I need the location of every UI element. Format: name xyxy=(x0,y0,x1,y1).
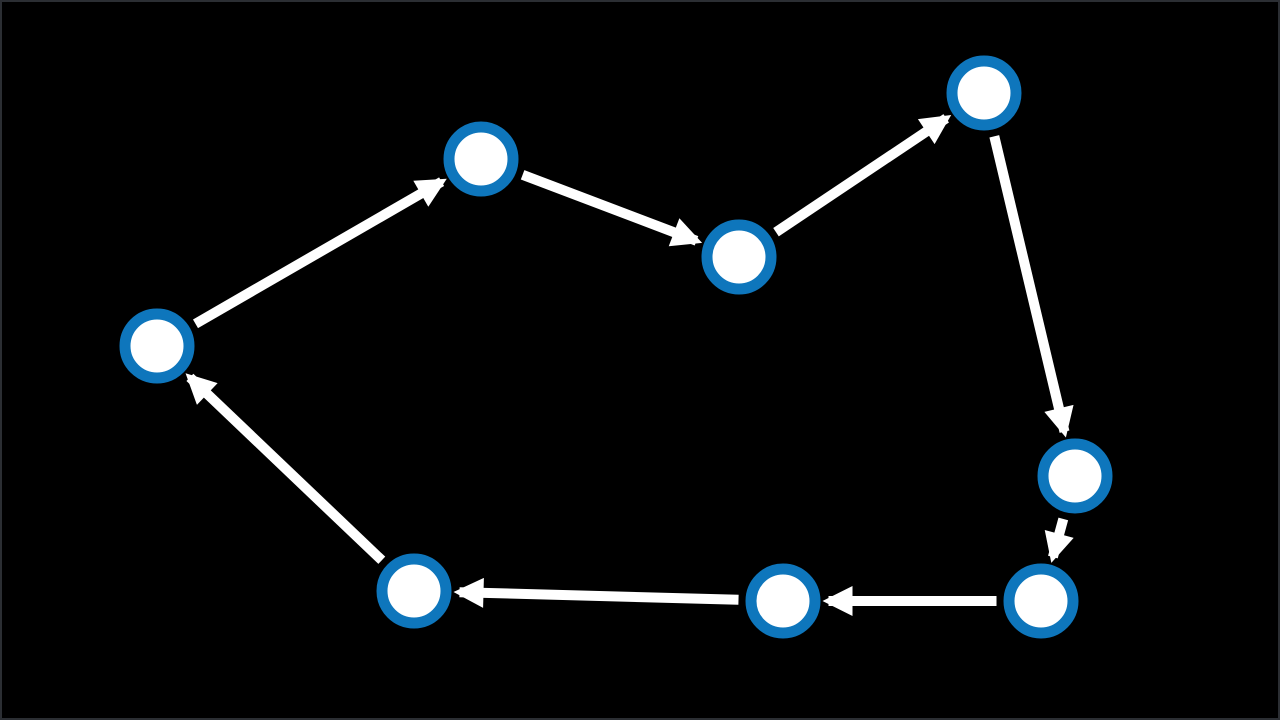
edge-arrow-n4-n5 xyxy=(989,135,1074,438)
edge-arrow-n1-n2 xyxy=(192,177,447,329)
graph-node-n1 xyxy=(119,308,195,384)
edge-arrow-n8-n1 xyxy=(185,373,386,564)
edges-layer xyxy=(185,114,1074,616)
graph-node-n7 xyxy=(745,563,821,639)
edge-arrow-n3-n4 xyxy=(773,114,952,237)
graph-node-n3 xyxy=(701,219,777,295)
nodes-layer xyxy=(119,55,1113,639)
graph-node-n2 xyxy=(443,121,519,197)
graph-node-n5 xyxy=(1037,438,1113,514)
edge-arrow-n7-n8 xyxy=(453,577,739,608)
graph-node-n4 xyxy=(946,55,1022,131)
graph-node-n6 xyxy=(1003,563,1079,639)
edge-arrow-n2-n3 xyxy=(520,170,703,247)
edge-arrow-n5-n6 xyxy=(1044,517,1074,563)
graph-node-n8 xyxy=(376,553,452,629)
